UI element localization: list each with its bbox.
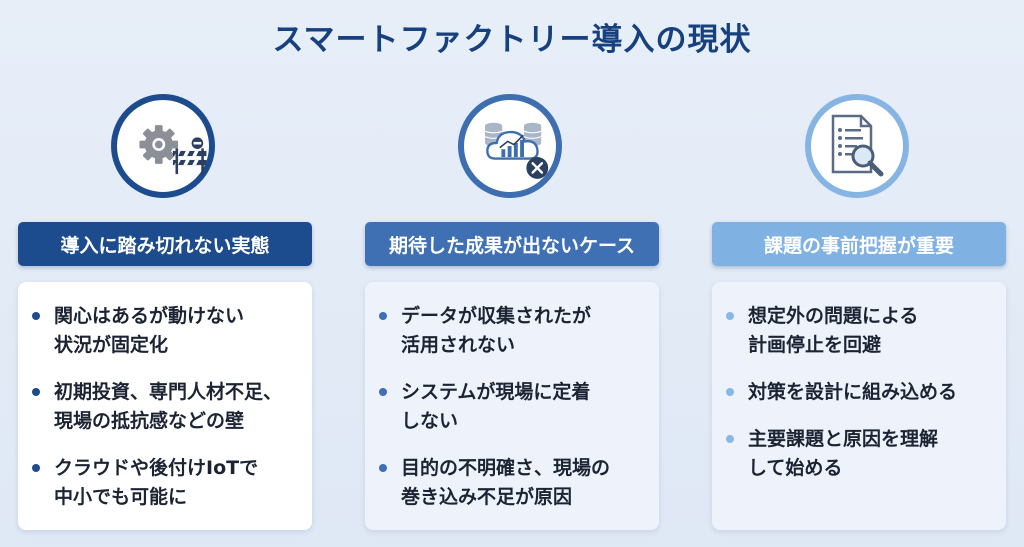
list-item: データが収集されたが 活用されない [379,302,645,360]
list-item-text: 想定外の問題による 計画停止を回避 [748,305,919,356]
bullet-card: 関心はあるが動けない 状況が固定化 初期投資、専門人材不足、 現場の抵抗感などの… [18,282,312,530]
list-item: 関心はあるが動けない 状況が固定化 [32,302,298,360]
bullet-dot [379,464,387,472]
column-adoption-hesitation: 導入に踏み切れない実態 関心はあるが動けない 状況が固定化 初期投資、専門人材不… [15,90,315,540]
list-item: クラウドや後付けIoTで 中小でも可能に [32,454,298,512]
bullet-card: 想定外の問題による 計画停止を回避 対策を設計に組み込める 主要課題と原因を理解… [712,282,1006,530]
bullet-dot [32,464,40,472]
list-item-text: システムが現場に定着 しない [401,381,591,432]
list-item: 想定外の問題による 計画停止を回避 [726,302,992,360]
list-item: 目的の不明確さ、現場の 巻き込み不足が原因 [379,454,645,512]
bullet-dot [726,388,734,396]
list-item-text: 主要課題と原因を理解 して始める [748,428,939,479]
list-item: 初期投資、専門人材不足、 現場の抵抗感などの壁 [32,378,298,436]
list-item: システムが現場に定着 しない [379,378,645,436]
icon-circle [805,94,909,198]
bullet-dot [726,312,734,320]
bullet-dot [32,388,40,396]
list-item-text: データが収集されたが 活用されない [401,305,592,356]
page-title: スマートファクトリー導入の現状 [272,22,752,58]
icon-circle [111,94,215,198]
bullet-dot [379,312,387,320]
column-early-issue-identification: 課題の事前把握が重要 想定外の問題による 計画停止を回避 対策を設計に組み込める… [709,90,1009,540]
column-header: 導入に踏み切れない実態 [18,222,312,266]
column-header: 課題の事前把握が重要 [712,222,1006,266]
bullet-dot [32,312,40,320]
list-item: 対策を設計に組み込める [726,378,992,407]
list-item-text: クラウドや後付けIoTで 中小でも可能に [54,457,259,508]
bullet-card: データが収集されたが 活用されない システムが現場に定着 しない 目的の不明確さ… [365,282,659,530]
cloud-data-error-icon [484,122,549,179]
bullet-dot [379,388,387,396]
document-search-icon [831,114,884,177]
list-item: 主要課題と原因を理解 して始める [726,425,992,483]
list-item-text: 目的の不明確さ、現場の 巻き込み不足が原因 [401,457,611,508]
icon-circle [458,94,562,198]
list-item-text: 対策を設計に組み込める [748,381,958,403]
column-unmet-results: 期待した成果が出ないケース データが収集されたが 活用されない システムが現場に… [362,90,662,540]
list-item-text: 初期投資、専門人材不足、 現場の抵抗感などの壁 [54,381,283,432]
gear-barrier-icon [139,125,207,175]
list-item-text: 関心はあるが動けない 状況が固定化 [54,305,245,356]
bullet-dot [726,435,734,443]
column-header: 期待した成果が出ないケース [365,222,659,266]
